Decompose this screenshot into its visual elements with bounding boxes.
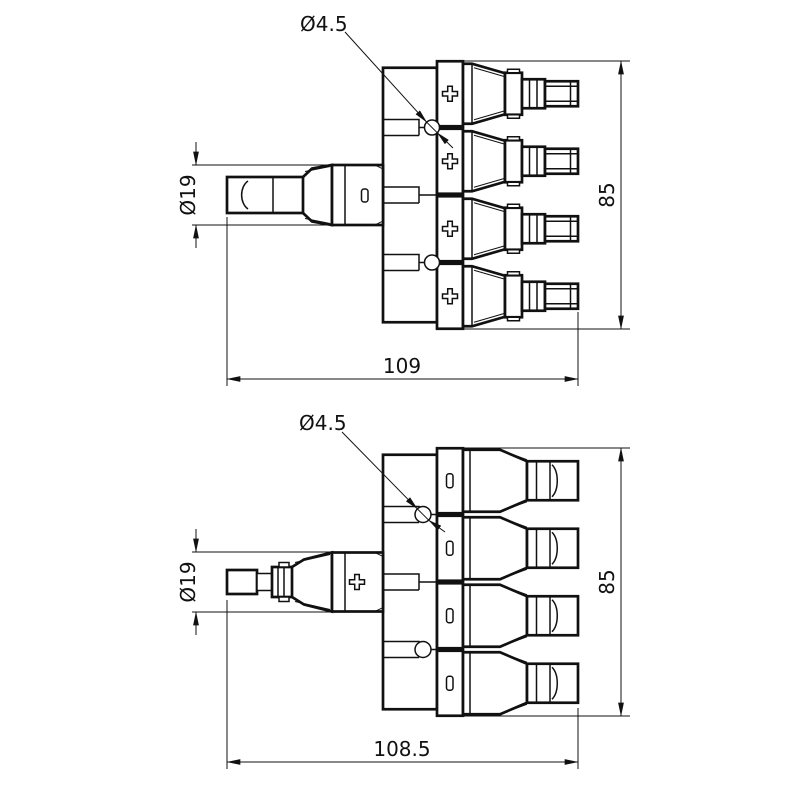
extension-lines-diameter xyxy=(192,551,350,613)
height-dimension-label: 85 xyxy=(595,182,619,207)
height-dimension-label: 85 xyxy=(595,569,619,594)
barrel-diameter-label: Ø19 xyxy=(176,174,200,215)
extension-lines-width xyxy=(226,217,579,386)
hole-diameter-label: Ø4.5 xyxy=(300,12,348,36)
plus-marking xyxy=(348,573,366,591)
hole-leader-line xyxy=(344,31,428,123)
extension-lines-height xyxy=(437,447,630,717)
lock-ring-bump xyxy=(278,596,290,603)
width-dimension-label: 108.5 xyxy=(373,737,430,761)
hole-leader-line xyxy=(341,431,418,510)
left-male-connector xyxy=(225,550,385,614)
socket-arc xyxy=(240,180,249,210)
extension-lines-diameter xyxy=(192,164,350,226)
top-drawing: 85 109 Ø19 Ø4.5 xyxy=(176,12,630,386)
female-barrel xyxy=(225,175,305,215)
bottom-dimensions: 85 108.5 Ø19 Ø4.5 xyxy=(176,411,630,769)
lock-ring-bump xyxy=(278,561,290,568)
minus-marking xyxy=(360,188,369,203)
top-dimensions: 85 109 Ø19 Ø4.5 xyxy=(176,12,630,386)
width-dimension-label: 109 xyxy=(383,354,421,378)
bottom-drawing: 85 108.5 Ø19 Ø4.5 xyxy=(176,411,630,769)
hole-leader-line xyxy=(428,519,446,533)
extension-lines-width xyxy=(226,600,579,769)
mounting-hole xyxy=(414,640,432,659)
hole-diameter-label: Ø4.5 xyxy=(299,411,347,435)
mounting-hole xyxy=(423,254,441,271)
left-female-connector xyxy=(225,163,385,227)
hole-leader-line xyxy=(436,132,454,149)
male-pin xyxy=(225,568,259,596)
barrel-diameter-label: Ø19 xyxy=(176,561,200,602)
extension-lines-height xyxy=(464,60,630,330)
